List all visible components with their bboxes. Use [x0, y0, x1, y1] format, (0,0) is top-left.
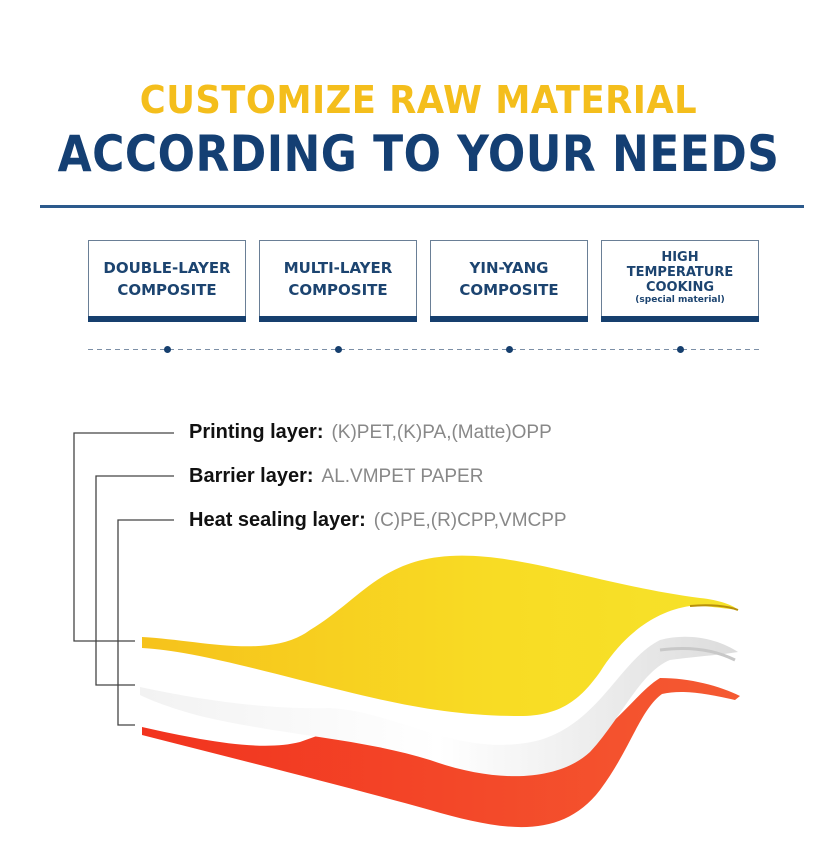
headline-primary: CUSTOMIZE RAW MATERIAL [139, 78, 698, 122]
barrier-layer-sheet [140, 636, 738, 777]
printing-layer-sheet [142, 555, 738, 716]
timeline-dot [164, 346, 171, 353]
header-divider [40, 205, 804, 208]
timeline-dot [506, 346, 513, 353]
timeline-dot [335, 346, 342, 353]
card-note: (special material) [635, 295, 725, 305]
layer-label-printing: Printing layer:(K)PET,(K)PA,(Matte)OPP [189, 421, 552, 443]
headline-secondary: ACCORDING TO YOUR NEEDS [57, 125, 780, 183]
dotted-timeline [88, 349, 760, 351]
layer-label-heat-sealing: Heat sealing layer:(C)PE,(R)CPP,VMCPP [189, 509, 567, 531]
bracket-lines [73, 432, 174, 726]
timeline-dot [677, 346, 684, 353]
layer-label-barrier: Barrier layer:AL.VMPET PAPER [189, 465, 484, 487]
